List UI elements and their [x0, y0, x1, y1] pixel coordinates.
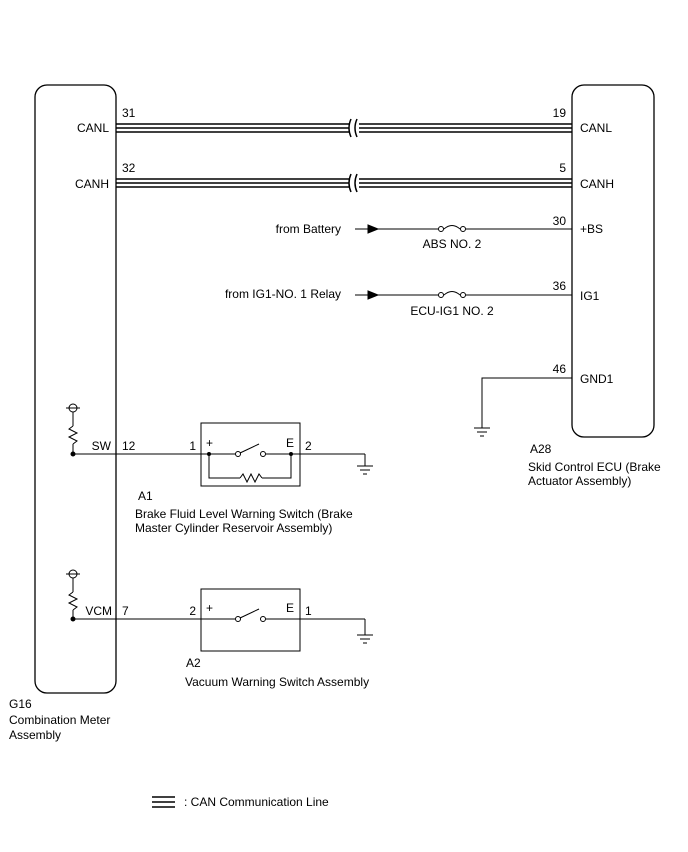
ecu-pin-canl: CANL — [580, 121, 612, 135]
vcm-signal-line — [116, 588, 373, 652]
a2-name-line-1: Vacuum Warning Switch Assembly — [185, 675, 369, 689]
a1-code: A1 — [138, 489, 153, 503]
a1-pin-out: 2 — [305, 439, 312, 453]
switch-resistor-icon — [239, 472, 263, 484]
meter-code: G16 — [9, 697, 32, 711]
ecu-ig1-fuse-icon — [443, 291, 461, 296]
abs-fuse-label: ABS NO. 2 — [423, 237, 482, 251]
ground-icon — [357, 465, 373, 475]
switch-contact-icon — [239, 608, 260, 619]
ecu-pin-gnd1: GND1 — [580, 372, 614, 386]
a1-name-line-2: Master Cylinder Reservoir Assembly) — [135, 521, 332, 535]
ecu-ground-line — [474, 377, 572, 437]
canh-bus-line — [116, 173, 572, 193]
a1-name-line-1: Brake Fluid Level Warning Switch (Brake — [135, 507, 353, 521]
skid-control-ecu-box — [571, 84, 655, 438]
ecu-pin-canh: CANH — [580, 177, 614, 191]
a2-e-label: E — [286, 601, 294, 615]
ecu-name-line-2: Actuator Assembly) — [528, 474, 631, 488]
a2-code: A2 — [186, 656, 201, 670]
a1-e-label: E — [286, 436, 294, 450]
a1-pin-in: 1 — [189, 439, 196, 453]
pin-number-30: 30 — [553, 214, 567, 228]
switch-contact-icon — [239, 443, 260, 454]
vcm-pullup-resistor — [66, 569, 116, 622]
vacuum-switch-box — [200, 588, 301, 652]
meter-pin-sw: SW — [92, 439, 112, 453]
ig1-source-label: from IG1-NO. 1 Relay — [225, 287, 341, 301]
meter-pin-canl: CANL — [77, 121, 109, 135]
can-line-legend-icon — [152, 796, 175, 808]
ecu-ig1-fuse-label: ECU-IG1 NO. 2 — [410, 304, 494, 318]
pin-number-5: 5 — [559, 161, 566, 175]
ecu-pin-bs: +BS — [580, 222, 603, 236]
pin-number-46: 46 — [553, 362, 567, 376]
a2-pin-in: 2 — [189, 604, 196, 618]
ig1-feed-line — [355, 290, 572, 300]
meter-name-line-2: Assembly — [9, 728, 61, 742]
pin-number-31: 31 — [122, 106, 136, 120]
battery-source-label: from Battery — [276, 222, 341, 236]
battery-feed-line — [355, 224, 572, 234]
sw-signal-line — [116, 422, 373, 487]
pin-number-32: 32 — [122, 161, 136, 175]
ground-icon — [357, 634, 373, 644]
canl-bus-line — [116, 118, 572, 138]
pin-number-19: 19 — [553, 106, 567, 120]
ecu-code: A28 — [530, 442, 552, 456]
ground-icon — [474, 427, 490, 437]
meter-name-line-1: Combination Meter — [9, 713, 110, 727]
a2-plus-label: + — [206, 601, 213, 615]
abs-fuse-icon — [443, 225, 461, 230]
pin-number-36: 36 — [553, 279, 567, 293]
meter-pin-canh: CANH — [75, 177, 109, 191]
pin-number-12: 12 — [122, 439, 136, 453]
ecu-pin-ig1: IG1 — [580, 289, 600, 303]
ecu-name-line-1: Skid Control ECU (Brake — [528, 460, 661, 474]
a1-plus-label: + — [206, 436, 213, 450]
legend-label: : CAN Communication Line — [184, 795, 329, 809]
pin-number-7: 7 — [122, 604, 129, 618]
sw-pullup-resistor — [66, 403, 116, 457]
combination-meter-box — [34, 84, 117, 694]
meter-pin-vcm: VCM — [85, 604, 112, 618]
a2-pin-out: 1 — [305, 604, 312, 618]
